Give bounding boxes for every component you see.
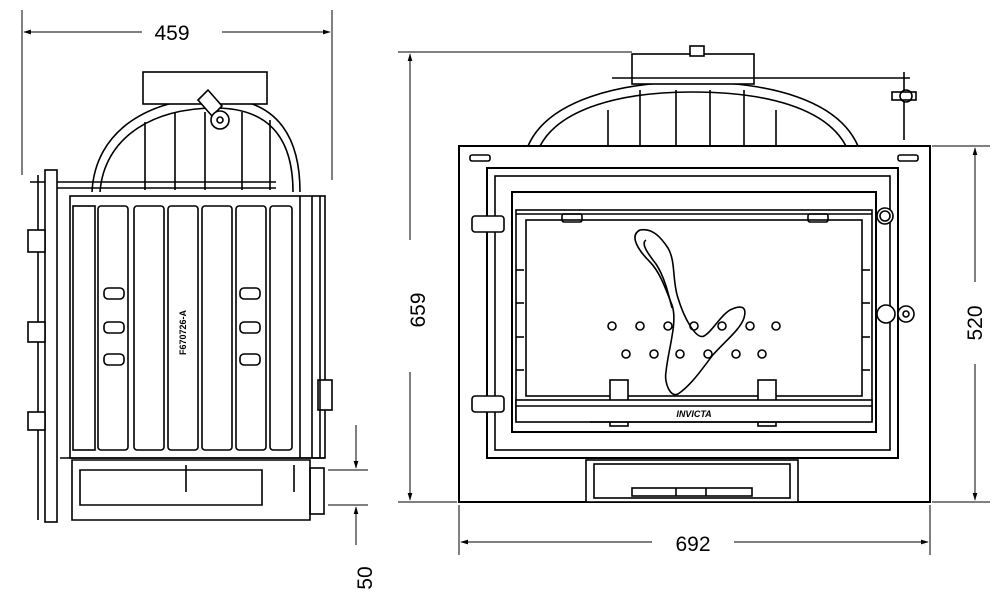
- dim-side-width: 459: [21, 10, 333, 180]
- dim-side-width-value: 459: [154, 22, 189, 45]
- front-hinge-bottom: [471, 395, 505, 413]
- dim-door-height: 520: [932, 145, 990, 503]
- brand-label: INVICTA: [676, 409, 711, 419]
- front-door-handle: [876, 304, 896, 324]
- dim-front-height: 659: [398, 51, 632, 503]
- side-view: [27, 71, 333, 523]
- front-view: [458, 45, 931, 503]
- dim-door-height-value: 520: [964, 305, 987, 340]
- side-ashpan: [71, 459, 311, 521]
- dim-front-width-value: 692: [675, 533, 710, 556]
- dim-front-width: 692: [458, 505, 931, 556]
- side-damper-handle: [196, 88, 224, 118]
- dim-ash-height: 50: [328, 425, 377, 590]
- front-glass: [511, 191, 877, 433]
- front-ashpan: [585, 459, 799, 503]
- front-flue-collar: [631, 53, 755, 85]
- part-code-label: F670726-A: [178, 309, 188, 355]
- side-dome: [91, 97, 301, 193]
- side-front-plate: [44, 169, 58, 523]
- dim-ash-height-value: 50: [354, 566, 377, 589]
- front-hinge-top: [471, 215, 505, 233]
- front-frame: [458, 145, 931, 503]
- dim-front-height-value: 659: [407, 292, 430, 327]
